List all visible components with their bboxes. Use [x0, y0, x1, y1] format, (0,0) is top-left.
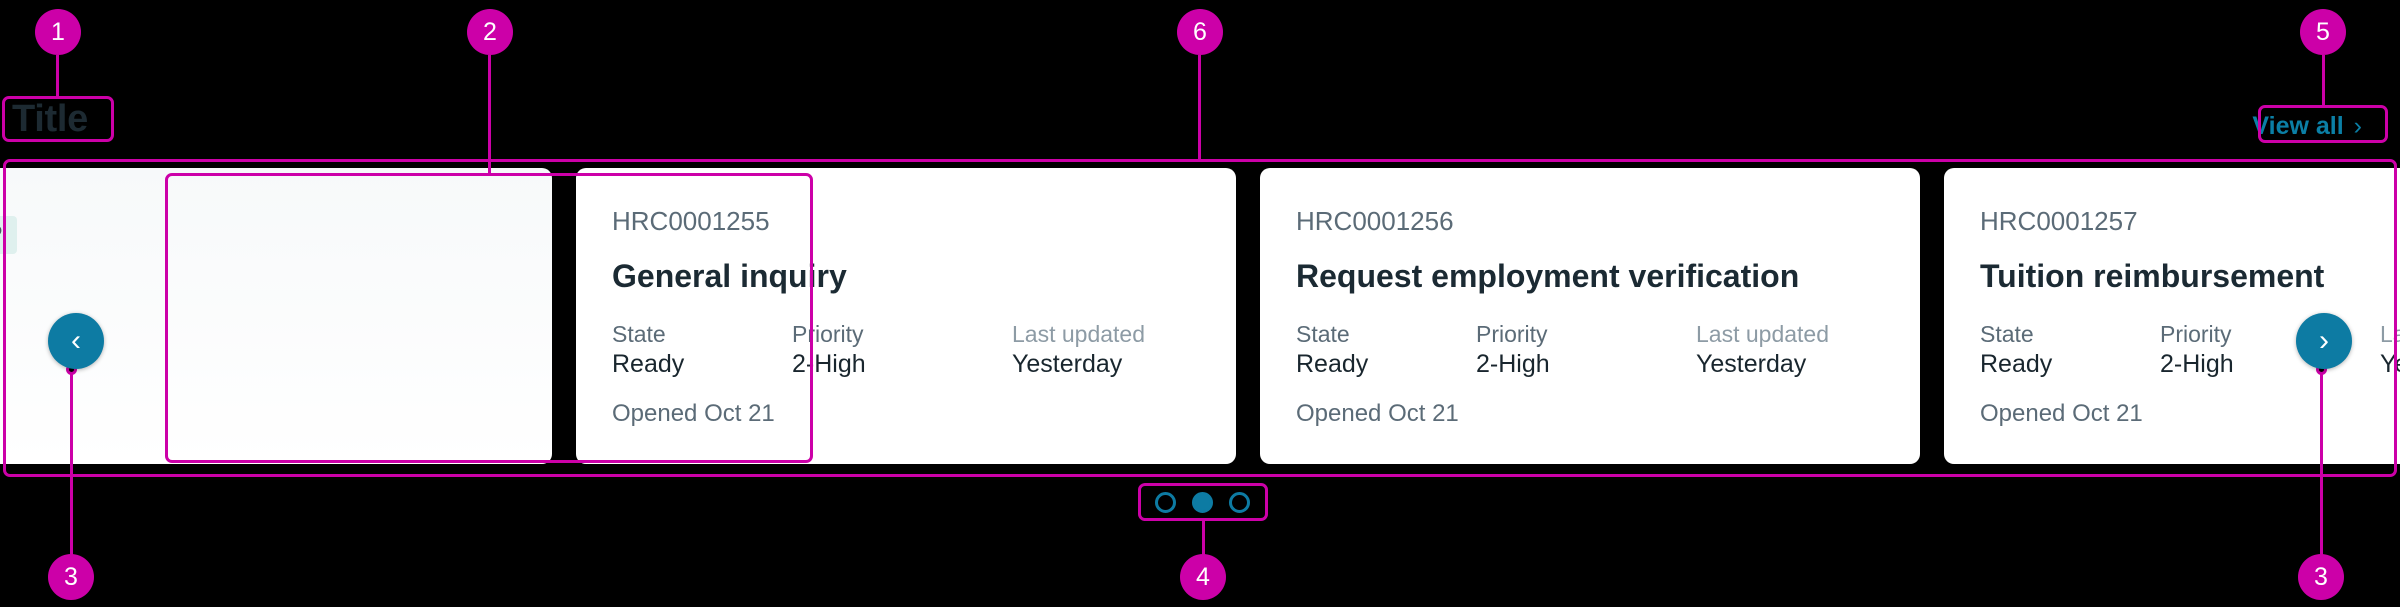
pagination-dot-active[interactable] [1192, 492, 1213, 513]
card-meta-priority-value: 2-High [792, 349, 866, 378]
card-opened-date: Opened Oct 21 [612, 400, 775, 427]
next-arrow-button[interactable]: › [2296, 313, 2352, 369]
view-all-button[interactable]: View all › [2252, 112, 2362, 141]
card-meta-state: State Ready [612, 320, 792, 380]
annotation-pin-3a: 3 [48, 554, 94, 600]
card-number: HRC0001257 [1980, 206, 2138, 236]
card-meta-priority: Priority 2-High [1476, 320, 1696, 380]
prev-arrow-button[interactable]: ‹ [48, 313, 104, 369]
annotation-pin-2: 2 [467, 9, 513, 55]
card-title: Request employment verification [1296, 258, 1800, 294]
card-meta-state: State Ready [1980, 320, 2160, 380]
list-item[interactable]: HRC0001255 General inquiry State Ready P… [576, 168, 1236, 464]
card-meta-state-value: Ready [612, 349, 685, 378]
annotation-pin-1: 1 [35, 9, 81, 55]
card-title: General inquiry [612, 258, 847, 294]
annotation-line-1 [56, 55, 59, 99]
pagination-dots [1155, 492, 1250, 513]
chevron-left-icon: ‹ [71, 324, 81, 357]
card-meta-priority: Priority 2-High [2160, 320, 2380, 380]
card-meta-priority-label: Priority [792, 321, 864, 347]
card-meta-priority-value: 2-High [2160, 349, 2234, 378]
card-meta-updated-label: Last updated [1696, 321, 1830, 347]
card-meta-updated: Last updated Yesterday [1012, 320, 1236, 380]
card-meta-state-label: State [1296, 321, 1350, 347]
annotation-pin-4: 4 [1180, 554, 1226, 600]
chevron-right-icon: › [2319, 324, 2329, 357]
list-item[interactable]: HRC0001257 Tuition reimbursement State R… [1944, 168, 2400, 464]
card-meta-row: State Ready Priority 2-High Last updated… [612, 320, 1200, 380]
carousel-container: VIP ated ay HRC0001255 General inquiry S… [0, 168, 2400, 468]
card-meta-updated-value: Yesterday [1696, 349, 1807, 378]
pagination-dot[interactable] [1229, 492, 1250, 513]
card-meta-priority: Priority 2-High [792, 320, 1012, 380]
annotation-line-2 [488, 55, 491, 175]
card-meta-state: State Ready [1296, 320, 1476, 380]
annotation-line-4 [1202, 520, 1205, 556]
card-number: HRC0001256 [1296, 206, 1454, 236]
list-item[interactable]: VIP ated ay [0, 168, 552, 464]
vip-badge: VIP [0, 216, 17, 254]
card-number: HRC0001255 [612, 206, 770, 236]
card-meta-priority-label: Priority [2160, 321, 2232, 347]
card-meta-state-value: Ready [1296, 349, 1369, 378]
pagination-dot[interactable] [1155, 492, 1176, 513]
annotation-line-5 [2322, 55, 2325, 107]
page-title: Title [12, 98, 88, 140]
card-meta-updated-label: Last updated [1012, 321, 1146, 347]
card-opened-date: Opened Oct 21 [1296, 400, 1459, 427]
list-item[interactable]: HRC0001256 Request employment verificati… [1260, 168, 1920, 464]
view-all-label: View all [2252, 112, 2344, 140]
card-opened-date: Opened Oct 21 [1980, 400, 2143, 427]
card-meta-priority-label: Priority [1476, 321, 1548, 347]
card-title: Tuition reimbursement [1980, 258, 2325, 294]
card-meta-updated-value: Yesterday [1012, 349, 1123, 378]
card-meta-updated: Last updated Yesterday [2380, 320, 2400, 380]
card-meta-updated-label: Last updated [2380, 321, 2400, 347]
card-meta-row: State Ready Priority 2-High Last updated… [1296, 320, 1884, 380]
card-meta-state-label: State [612, 321, 666, 347]
card-meta-updated: Last updated Yesterday [1696, 320, 1920, 380]
card-meta-state-label: State [1980, 321, 2034, 347]
annotation-line-6 [1198, 55, 1201, 162]
card-meta-priority-value: 2-High [1476, 349, 1550, 378]
card-meta-updated-value: Yesterday [2380, 349, 2400, 378]
card-meta-row: State Ready Priority 2-High Last updated… [1980, 320, 2400, 380]
annotation-pin-3b: 3 [2298, 554, 2344, 600]
card-meta-state-value: Ready [1980, 349, 2053, 378]
annotation-pin-5: 5 [2300, 9, 2346, 55]
chevron-right-icon: › [2353, 112, 2362, 140]
annotation-pin-6: 6 [1177, 9, 1223, 55]
carousel-track: VIP ated ay HRC0001255 General inquiry S… [0, 168, 2400, 468]
